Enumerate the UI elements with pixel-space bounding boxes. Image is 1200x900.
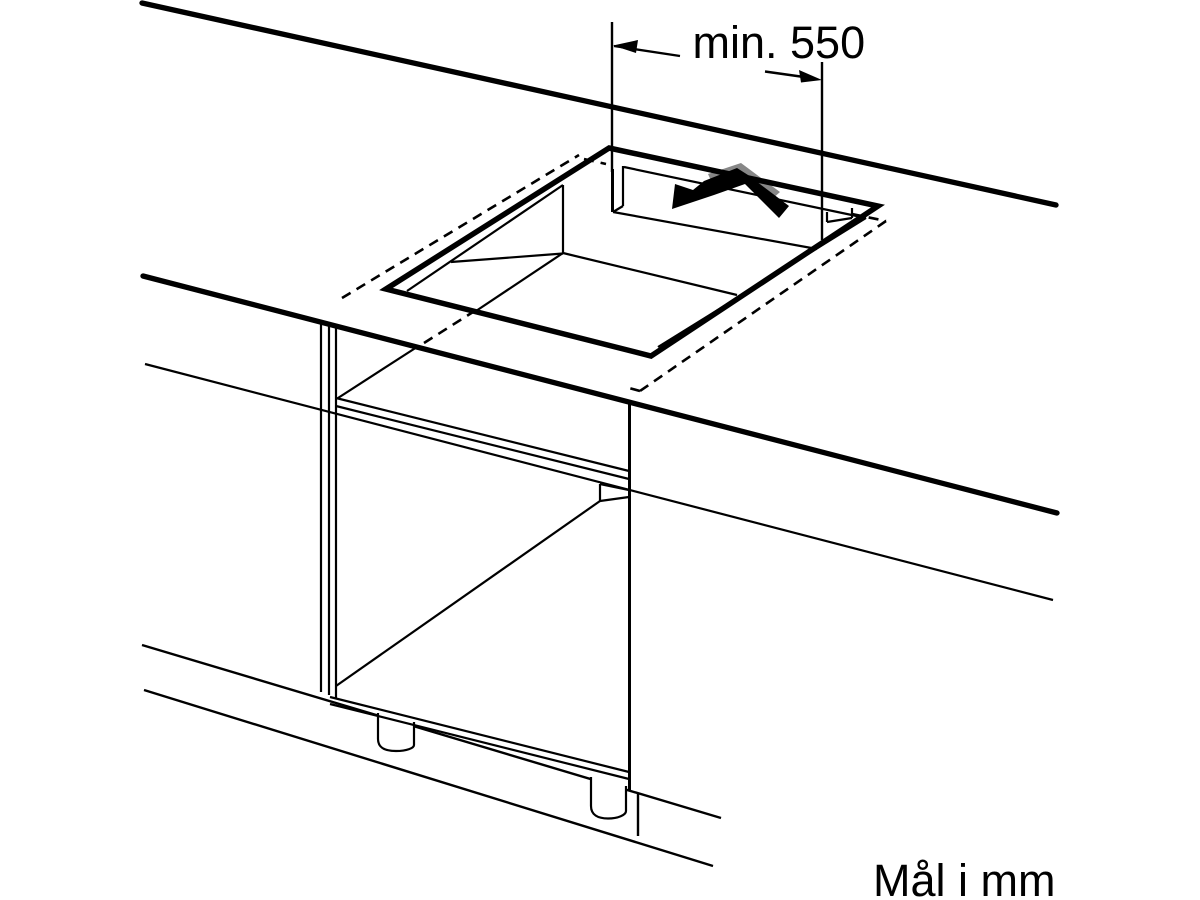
svg-text:min. 550: min. 550 xyxy=(693,17,866,68)
svg-text:Mål i mm: Mål i mm xyxy=(873,855,1055,900)
